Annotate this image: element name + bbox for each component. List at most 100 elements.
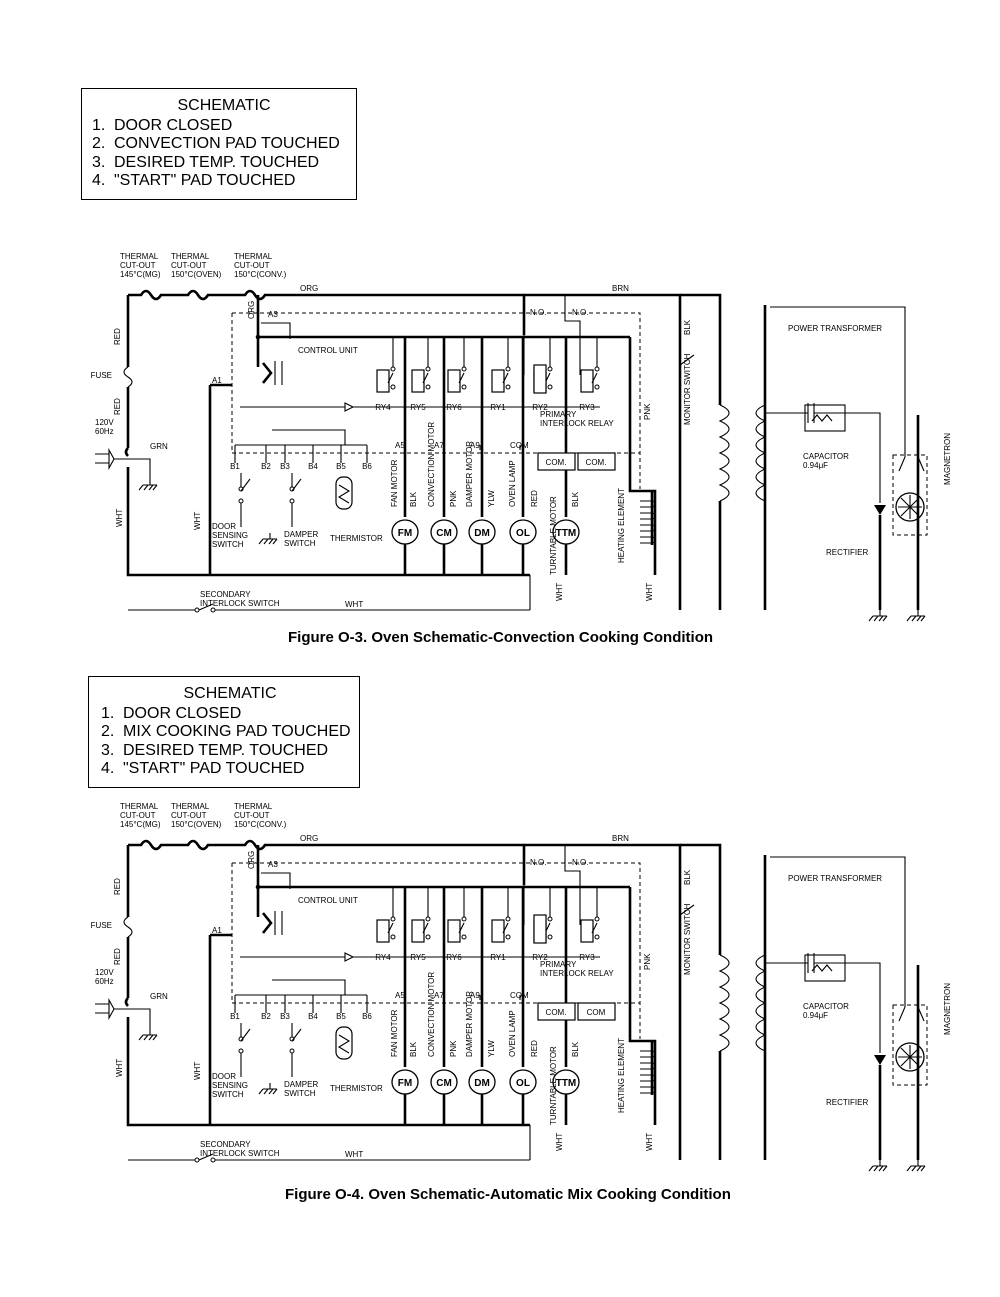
- wire-color-label: ORG: [247, 301, 256, 319]
- door-sensing-switch-label: SENSING: [212, 1081, 248, 1090]
- capacitor-label: CAPACITOR: [803, 452, 849, 461]
- heater-wire: [628, 887, 657, 1125]
- relay-coil-ry1: [491, 919, 505, 943]
- capacitor-resistor: [811, 414, 833, 422]
- wire-color-label: WHT: [555, 583, 564, 601]
- monitor-switch-label: MONITOR SWITCH: [683, 353, 692, 425]
- thermal-cutout-label: 150°C(CONV.): [234, 820, 287, 829]
- thermal-cutout-label: CUT-OUT: [120, 811, 156, 820]
- transformer-secondary-coil: [755, 404, 767, 502]
- wire-color-label: WHT: [345, 1150, 363, 1159]
- terminal-circle: [390, 366, 396, 372]
- thermal-cutout-label: THERMAL: [171, 252, 210, 261]
- wire-color-label: ORG: [247, 851, 256, 869]
- transformer-primary-wire: [680, 293, 722, 405]
- terminal-label: B1: [230, 1012, 240, 1021]
- terminal-circle: [594, 366, 600, 372]
- control-coil: [261, 362, 273, 384]
- relay-coil-ry3: [580, 919, 594, 943]
- terminal-label: COM: [510, 991, 529, 1000]
- thermal-cutout-label: CUT-OUT: [234, 811, 270, 820]
- terminal-circle: [461, 384, 467, 390]
- relay-coil-ry4: [376, 919, 390, 943]
- terminal-circle: [547, 916, 553, 922]
- heating-element-coil: [640, 1062, 656, 1070]
- motor-label: CM: [436, 528, 452, 539]
- primary-interlock-relay-label: INTERLOCK RELAY: [540, 419, 614, 428]
- capacitor-label: 0.94μF: [803, 461, 828, 470]
- junction-dot: [255, 884, 261, 890]
- wire-color-label: WHT: [645, 1133, 654, 1151]
- thermistor-symbol: [335, 1026, 353, 1060]
- thermal-cutout-label: CUT-OUT: [171, 811, 207, 820]
- terminal-circle: [425, 916, 431, 922]
- motor-label: DM: [474, 1078, 490, 1089]
- transformer-primary-coil: [718, 404, 730, 502]
- thermal-cutout-label: CUT-OUT: [120, 261, 156, 270]
- legend-item: 1.DOOR CLOSED: [92, 116, 233, 134]
- thermal-cutout-label: THERMAL: [171, 802, 210, 811]
- terminal-circle: [505, 366, 511, 372]
- terminal-label: B3: [280, 462, 290, 471]
- motor-label: CM: [436, 1078, 452, 1089]
- terminal-circle: [505, 916, 511, 922]
- primary-interlock-relay-coil: [533, 914, 547, 944]
- thermal-cutout-label: 150°C(CONV.): [234, 270, 287, 279]
- terminal-circle: [547, 384, 553, 390]
- com-terminal-box: [537, 452, 576, 471]
- wire-label: RED: [530, 490, 539, 507]
- relay-coil-ry4: [376, 369, 390, 393]
- com-label: COM: [587, 1008, 606, 1017]
- relay-coil-ry5: [411, 369, 425, 393]
- wire-label: PNK: [449, 1040, 458, 1057]
- heater-wire: [628, 337, 657, 575]
- secondary-interlock-switch-label: INTERLOCK SWITCH: [200, 599, 280, 608]
- heating-element-label: HEATING ELEMENT: [617, 488, 626, 563]
- capacitor-resistor: [811, 964, 833, 972]
- thermistor-symbol: [335, 476, 353, 510]
- monitor-switch-label: MONITOR SWITCH: [683, 903, 692, 975]
- wire-color-label: RED: [113, 328, 122, 345]
- neutral-wire: [126, 1017, 530, 1127]
- terminal-circle: [461, 366, 467, 372]
- thermal-cutout-label: CUT-OUT: [171, 261, 207, 270]
- door-sensing-switch-label: DOOR: [212, 1072, 236, 1081]
- wire-color-label: RED: [113, 878, 122, 895]
- terminal-label: A7: [434, 441, 444, 450]
- thermal-cutout-label: 150°C(OVEN): [171, 270, 222, 279]
- wire-label: BLK: [571, 491, 580, 507]
- control-unit-label: CONTROL UNIT: [298, 346, 358, 355]
- com-label: COM.: [546, 1008, 567, 1017]
- com-label: COM.: [586, 458, 607, 467]
- damper-switch-label: SWITCH: [284, 1089, 316, 1098]
- door-sensing-switch: [240, 1028, 251, 1042]
- relay-contact: [458, 372, 465, 384]
- org-wire: [268, 293, 526, 335]
- legend-box-1: SCHEMATIC 1.DOOR CLOSED 2.CONVECTION PAD…: [81, 88, 357, 200]
- filament-wire: [770, 856, 906, 975]
- relay-contact: [458, 922, 465, 934]
- wire-label: RED: [530, 1040, 539, 1057]
- wire-label: YLW: [487, 1040, 496, 1057]
- wire-color-label: RED: [113, 948, 122, 965]
- control-coil: [261, 912, 273, 934]
- secondary-interlock-switch-label: SECONDARY: [200, 1140, 251, 1149]
- legend-item: 4."START" PAD TOUCHED: [92, 172, 296, 189]
- relay-coil-ry6: [447, 369, 461, 393]
- hv-wire: [765, 953, 881, 1053]
- magnetron-boundary: [892, 454, 928, 536]
- ground-symbol: [258, 533, 278, 545]
- wire-label: OVEN LAMP: [508, 460, 517, 507]
- ground-symbol: [906, 610, 926, 622]
- heating-element-coil: [640, 500, 656, 508]
- damper-switch-label: DAMPER: [284, 530, 318, 539]
- terminal-circle: [594, 934, 600, 940]
- wire-color-label: WHT: [115, 509, 124, 527]
- door-sensing-switch-label: SWITCH: [212, 1090, 244, 1099]
- magnetron-cathode: [898, 1045, 922, 1069]
- terminal-circle: [210, 607, 216, 613]
- terminal-label: A5: [395, 991, 405, 1000]
- a3-wire: [261, 322, 291, 339]
- terminal-label: A9: [470, 441, 480, 450]
- thermal-cutout-label: CUT-OUT: [234, 261, 270, 270]
